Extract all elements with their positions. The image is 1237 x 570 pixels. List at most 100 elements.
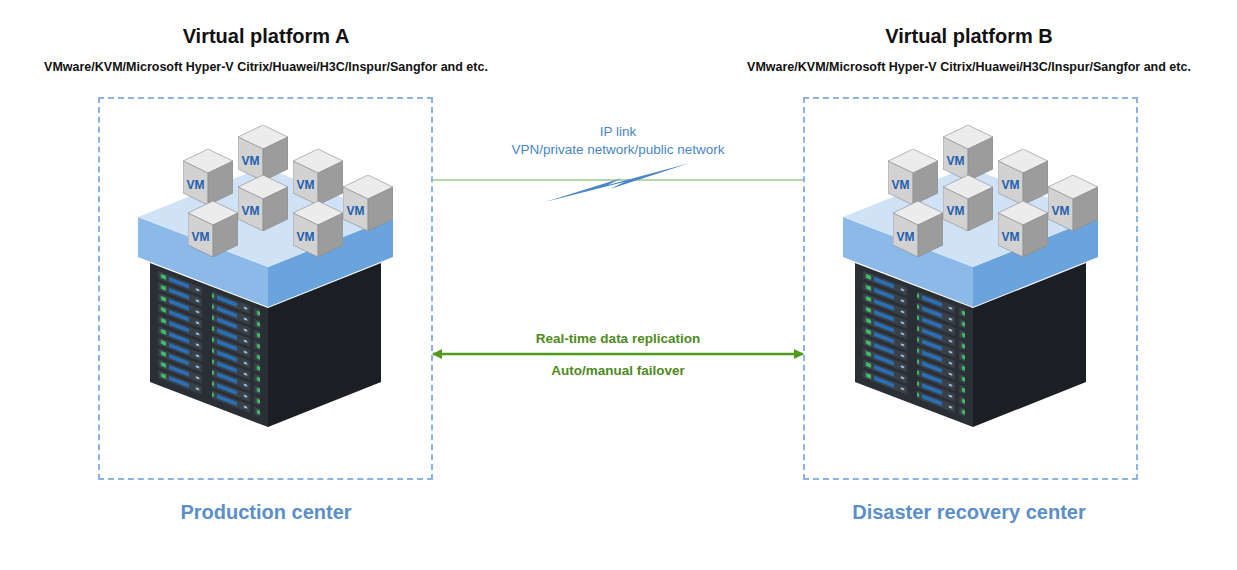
platform-center: Virtual platform B VMware/KVM/Microsoft H… bbox=[723, 18, 1215, 538]
cube-shape bbox=[238, 175, 288, 231]
vm-label: VM bbox=[293, 228, 318, 246]
vm-label: VM bbox=[998, 228, 1023, 246]
cube-left bbox=[943, 187, 968, 231]
vm-cube: VM bbox=[293, 201, 343, 257]
cube-right bbox=[213, 213, 238, 257]
text-slot: VMware/KVM/Microsoft Hyper-V Citrix/Huaw… bbox=[729, 58, 1209, 76]
cube-right bbox=[208, 161, 233, 205]
cube-left bbox=[188, 213, 213, 257]
vm-cube: VM bbox=[998, 149, 1048, 205]
server-rack bbox=[843, 167, 1098, 427]
cube-right bbox=[968, 187, 993, 231]
vm-cube: VM bbox=[238, 125, 288, 181]
vm-label: VM bbox=[238, 202, 263, 220]
cube-shape bbox=[188, 201, 238, 257]
vm-cube: VM bbox=[943, 175, 993, 231]
vm-cube: VM bbox=[998, 201, 1048, 257]
vm-label: VM bbox=[343, 202, 368, 220]
cube-shape bbox=[943, 125, 993, 181]
platform-vendors: VMware/KVM/Microsoft Hyper-V Citrix/Huaw… bbox=[729, 58, 1209, 76]
cube-left bbox=[943, 137, 968, 181]
cube-right bbox=[1073, 187, 1098, 231]
text-slot: Virtual platform B bbox=[723, 24, 1215, 48]
platform-heading: Virtual platform A bbox=[20, 24, 512, 48]
link-note: Auto/manual failover bbox=[548, 363, 688, 378]
server-rack bbox=[138, 167, 393, 427]
cube-right bbox=[913, 161, 938, 205]
center-name: Disaster recovery center bbox=[723, 498, 1215, 526]
cube-shape bbox=[293, 149, 343, 205]
vm-label: VM bbox=[188, 228, 213, 246]
vm-cube: VM bbox=[1048, 175, 1098, 231]
cube-right bbox=[1023, 161, 1048, 205]
vm-label: VM bbox=[183, 176, 208, 194]
cube-left bbox=[998, 161, 1023, 205]
vm-cube: VM bbox=[238, 175, 288, 231]
cube-left bbox=[293, 213, 318, 257]
cube-left bbox=[238, 137, 263, 181]
platform-vendors: VMware/KVM/Microsoft Hyper-V Citrix/Huaw… bbox=[26, 58, 506, 76]
note-slot: VPN/private network/public network bbox=[508, 140, 727, 158]
center-name: Production center bbox=[20, 498, 512, 526]
cube-right bbox=[263, 187, 288, 231]
cube-shape bbox=[183, 149, 233, 205]
vm-label: VM bbox=[1048, 202, 1073, 220]
note-slot: Auto/manual failover bbox=[548, 361, 688, 379]
vm-label: VM bbox=[293, 176, 318, 194]
cube-right bbox=[368, 187, 393, 231]
cube-shape bbox=[943, 175, 993, 231]
vm-label: VM bbox=[998, 176, 1023, 194]
edge-label: Real-time data replication bbox=[533, 331, 703, 346]
edge-label: IP link bbox=[597, 124, 640, 139]
cube-shape bbox=[293, 201, 343, 257]
vm-cube: VM bbox=[183, 149, 233, 205]
cube-left bbox=[1048, 187, 1073, 231]
cube-shape bbox=[343, 175, 393, 231]
vm-label: VM bbox=[943, 152, 968, 170]
cube-left bbox=[888, 161, 913, 205]
edge-label-slot: Real-time data replication bbox=[533, 329, 703, 347]
text-slot: Production center bbox=[20, 498, 512, 526]
cube-right bbox=[318, 213, 343, 257]
cube-left bbox=[343, 187, 368, 231]
vm-label: VM bbox=[893, 228, 918, 246]
cube-left bbox=[183, 161, 208, 205]
vm-cube: VM bbox=[888, 149, 938, 205]
vm-label: VM bbox=[238, 152, 263, 170]
cube-left bbox=[998, 213, 1023, 257]
cube-shape bbox=[893, 201, 943, 257]
cube-right bbox=[918, 213, 943, 257]
text-slot: VMware/KVM/Microsoft Hyper-V Citrix/Huaw… bbox=[26, 58, 506, 76]
platform-heading: Virtual platform B bbox=[723, 24, 1215, 48]
cube-right bbox=[1023, 213, 1048, 257]
cube-shape bbox=[998, 201, 1048, 257]
cube-right bbox=[318, 161, 343, 205]
cube-right bbox=[968, 137, 993, 181]
vm-cube: VM bbox=[343, 175, 393, 231]
cube-shape bbox=[998, 149, 1048, 205]
vm-cube: VM bbox=[293, 149, 343, 205]
edge-label-slot: IP link bbox=[597, 122, 640, 140]
cube-shape bbox=[888, 149, 938, 205]
vm-label: VM bbox=[888, 176, 913, 194]
cube-left bbox=[893, 213, 918, 257]
vm-cube: VM bbox=[188, 201, 238, 257]
vm-cube: VM bbox=[943, 125, 993, 181]
lightning-bolt bbox=[545, 163, 690, 202]
vm-cube: VM bbox=[893, 201, 943, 257]
cube-left bbox=[293, 161, 318, 205]
link-note: VPN/private network/public network bbox=[508, 142, 727, 157]
text-slot: Disaster recovery center bbox=[723, 498, 1215, 526]
cube-left bbox=[238, 187, 263, 231]
text-slot: Virtual platform A bbox=[20, 24, 512, 48]
cube-shape bbox=[238, 125, 288, 181]
link-connector bbox=[433, 353, 803, 356]
cube-right bbox=[263, 137, 288, 181]
platform-center: Virtual platform A VMware/KVM/Microsoft H… bbox=[20, 18, 512, 538]
cube-shape bbox=[1048, 175, 1098, 231]
vm-label: VM bbox=[943, 202, 968, 220]
